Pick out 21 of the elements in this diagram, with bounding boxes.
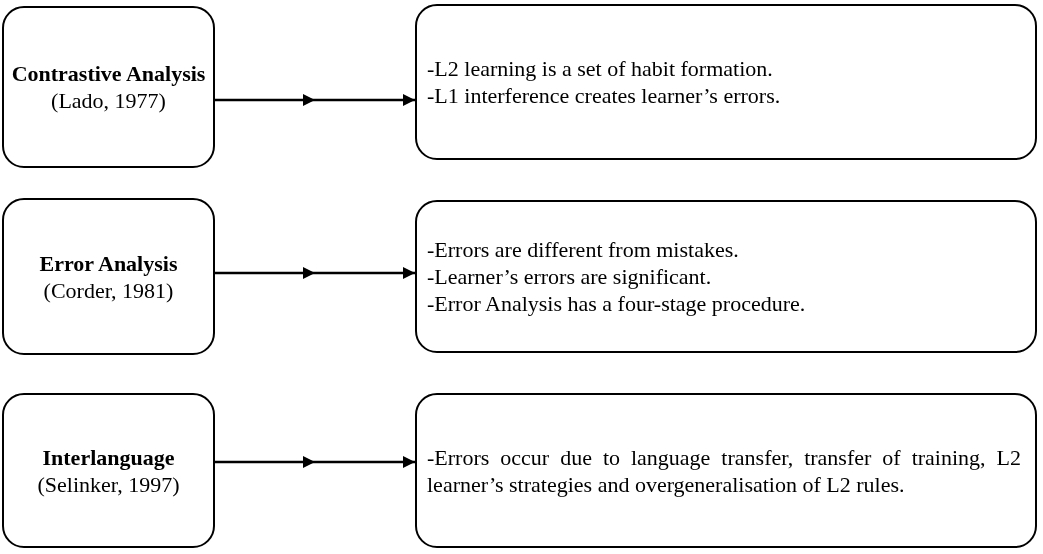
- citation: (Lado, 1977): [51, 87, 166, 114]
- description-text: -Errors are different from mistakes.: [427, 236, 740, 263]
- description-box: [415, 393, 1037, 548]
- theory-box: [2, 6, 215, 168]
- theory-title: Interlanguage: [42, 443, 175, 471]
- theory-box: [2, 393, 215, 548]
- description-text: -L2 learning is a set of habit formation.: [427, 55, 774, 82]
- description-box: [415, 200, 1037, 353]
- description-text: -Learner’s errors are significant.: [427, 263, 713, 290]
- description-text: -L1 interference creates learner’s errors.: [427, 82, 782, 109]
- theory-title: Error Analysis: [39, 249, 178, 277]
- theory-title: Contrastive Analysis: [11, 60, 206, 87]
- theory-box: [2, 198, 215, 355]
- citation: (Selinker, 1997): [37, 470, 180, 498]
- description-box: [415, 4, 1037, 160]
- citation: (Corder, 1981): [43, 276, 174, 304]
- arrow: [215, 94, 415, 106]
- arrow: [215, 456, 415, 468]
- description-text: -Error Analysis has a four-stage procedure.: [427, 290, 807, 317]
- description-text: -Errors occur due to language transfer, transfer of training, L2 learner’s strategies and overgeneralisation of L2 rules.: [427, 443, 1021, 498]
- arrow: [215, 267, 415, 279]
